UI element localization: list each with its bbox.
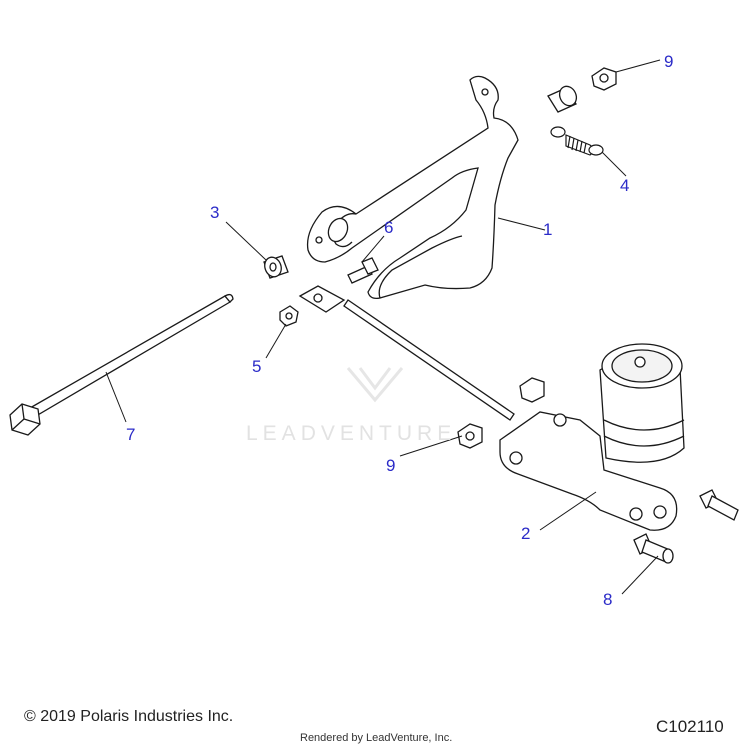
callout-1[interactable]: 1 [543, 220, 553, 239]
pedal-pivot-bushing[interactable] [547, 84, 579, 113]
callout-8[interactable]: 8 [603, 590, 613, 609]
callout-3[interactable]: 3 [210, 203, 220, 222]
leader-lines [105, 59, 661, 595]
return-spring[interactable] [550, 126, 604, 156]
long-pivot-bolt[interactable] [9, 293, 234, 436]
side-bolt[interactable] [699, 489, 739, 521]
callout-2[interactable]: 2 [521, 524, 531, 543]
callout-4[interactable]: 4 [620, 176, 630, 195]
watermark-text: LEADVENTURE [246, 422, 457, 445]
master-cylinder[interactable] [499, 343, 685, 531]
rendered-by-text: Rendered by LeadVenture, Inc. [300, 732, 453, 744]
flange-nut-middle[interactable] [457, 423, 483, 449]
callout-6[interactable]: 6 [384, 218, 394, 237]
brake-pedal-arm[interactable] [306, 75, 519, 300]
pedal-stop-bolt[interactable] [347, 257, 379, 284]
push-rod[interactable] [298, 285, 515, 421]
small-nut[interactable] [279, 305, 299, 327]
watermark-logo [346, 367, 404, 403]
callout-9-top[interactable]: 9 [664, 52, 674, 71]
copyright-text: © 2019 Polaris Industries Inc. [24, 708, 234, 725]
flange-nut-top[interactable] [591, 67, 617, 91]
flange-bolt[interactable] [633, 533, 674, 564]
diagram-code: C102110 [656, 717, 724, 736]
cylinder-nut[interactable] [519, 377, 545, 403]
callout-9-middle[interactable]: 9 [386, 456, 396, 475]
callout-7[interactable]: 7 [126, 425, 136, 444]
bushing[interactable] [262, 255, 289, 279]
callout-5[interactable]: 5 [252, 357, 262, 376]
